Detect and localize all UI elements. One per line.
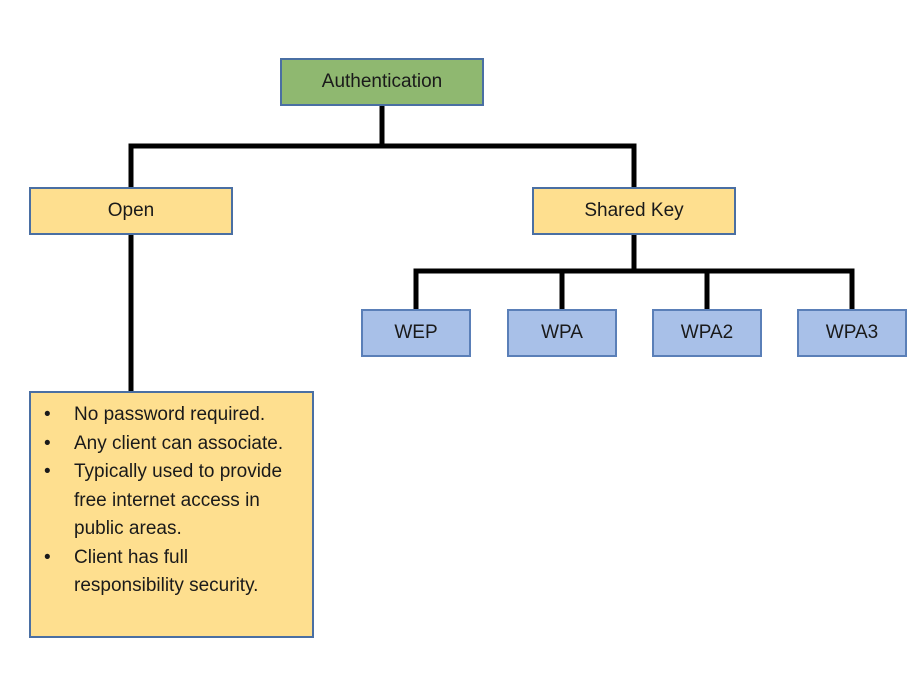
wpa-label: WPA xyxy=(541,322,583,343)
note-text: Client has full responsibility security. xyxy=(74,546,259,597)
wep-node: WEP xyxy=(361,309,471,357)
wpa-node: WPA xyxy=(507,309,617,357)
note-item: • Client has full responsibility security… xyxy=(41,544,302,601)
note-text: No password required. xyxy=(74,404,266,425)
open-label: Open xyxy=(107,200,155,221)
open-notes-box: • No password required. • Any client can a… xyxy=(29,391,314,638)
bullet-icon: • xyxy=(44,404,51,425)
open-node: Open xyxy=(29,187,233,235)
wpa3-node: WPA3 xyxy=(797,309,907,357)
wpa2-node: WPA2 xyxy=(652,309,762,357)
shared-key-label: Shared Key xyxy=(584,200,684,221)
note-item: • No password required. xyxy=(41,401,302,430)
wpa3-label: WPA3 xyxy=(825,322,879,343)
authentication-node: Authentication xyxy=(280,58,484,106)
note-text: Typically used to provide free internet … xyxy=(74,461,283,539)
note-text: Any client can associate. xyxy=(74,432,284,454)
note-item: • Any client can associate. xyxy=(41,430,302,459)
note-item: • Typically used to provide free internet… xyxy=(41,458,302,544)
shared-key-node: Shared Key xyxy=(532,187,736,235)
authentication-label: Authentication xyxy=(321,71,443,92)
wpa2-label: WPA2 xyxy=(680,322,734,343)
bullet-icon: • xyxy=(44,461,51,482)
wep-label: WEP xyxy=(394,322,438,343)
bullet-icon: • xyxy=(44,432,51,454)
bullet-icon: • xyxy=(44,546,51,568)
open-notes-list: • No password required. • Any client can a… xyxy=(41,401,302,601)
